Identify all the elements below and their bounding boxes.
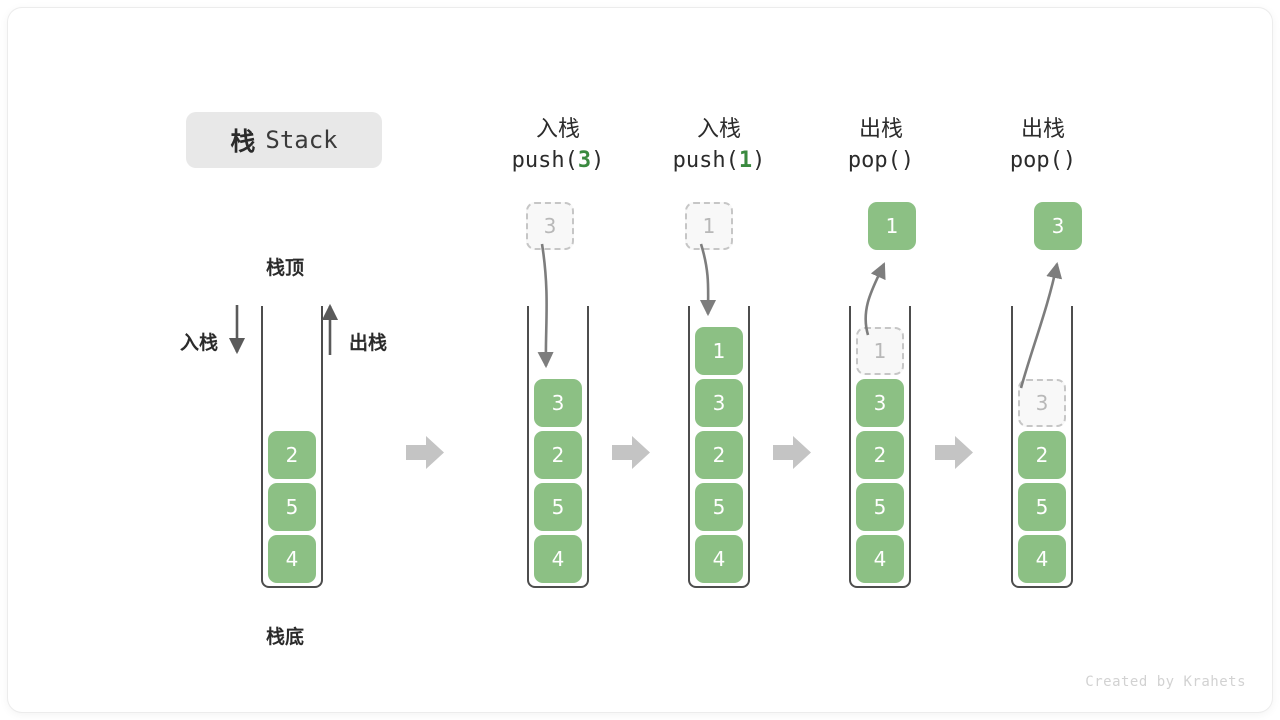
step-arrow-3: [773, 436, 811, 469]
operation-code-label: push(1): [672, 148, 766, 173]
step-arrow-1: [406, 436, 444, 469]
stack-cell: 4: [534, 535, 582, 583]
stack-cell: 3: [534, 379, 582, 427]
stack-cell: 5: [534, 483, 582, 531]
title-cn: 栈: [230, 128, 257, 156]
stack-bottom-label: 栈底: [266, 627, 305, 648]
stack-top-label: 栈顶: [266, 258, 305, 279]
stack-tube-pop-1: [849, 306, 911, 588]
floating-cell-pop-3: 3: [1034, 202, 1082, 250]
operation-caption-pop-1: 出栈 pop(): [801, 114, 961, 178]
stack-cell: 2: [534, 431, 582, 479]
stack-cell-ghost: 3: [1018, 379, 1066, 427]
pop-direction-label: 出栈: [349, 333, 388, 354]
push-1-arrow: [699, 243, 717, 317]
stack-cell: 5: [1018, 483, 1066, 531]
operation-caption-push-1: 入栈 push(1): [639, 114, 799, 178]
stack-tube-push-3: [527, 306, 589, 588]
stack-tube-initial: [261, 306, 323, 588]
title-en: Stack: [265, 126, 338, 154]
stack-cell: 4: [856, 535, 904, 583]
stack-cell: 4: [695, 535, 743, 583]
stack-cell-ghost: 1: [856, 327, 904, 375]
floating-cell-push-3: 3: [526, 202, 574, 250]
operation-caption-push-3: 入栈 push(3): [478, 114, 638, 178]
stack-cell: 2: [1018, 431, 1066, 479]
stack-cell: 5: [695, 483, 743, 531]
push-direction-label: 入栈: [180, 333, 219, 354]
step-arrow-4: [935, 436, 973, 469]
operation-cn-label: 出栈: [1020, 116, 1065, 141]
stack-cell: 3: [695, 379, 743, 427]
operation-cn-label: 入栈: [535, 116, 580, 141]
stack-cell: 4: [268, 535, 316, 583]
operation-code-label: pop(): [847, 148, 915, 173]
page-title: 栈 Stack: [186, 112, 382, 168]
operation-cn-label: 出栈: [858, 116, 903, 141]
stack-cell: 3: [856, 379, 904, 427]
stack-cell: 2: [695, 431, 743, 479]
stack-tube-push-1: [688, 306, 750, 588]
stack-cell: 2: [268, 431, 316, 479]
stack-cell: 2: [856, 431, 904, 479]
operation-code-label: push(3): [511, 148, 605, 173]
floating-cell-pop-1: 1: [868, 202, 916, 250]
stack-cell: 4: [1018, 535, 1066, 583]
stack-cell: 5: [268, 483, 316, 531]
operation-caption-pop-3: 出栈 pop(): [963, 114, 1123, 178]
stack-cell: 5: [856, 483, 904, 531]
stack-tube-pop-3: [1011, 306, 1073, 588]
credit-label: Created by Krahets: [1085, 674, 1246, 690]
step-arrow-2: [612, 436, 650, 469]
operation-code-label: pop(): [1009, 148, 1077, 173]
floating-cell-push-1: 1: [685, 202, 733, 250]
operation-cn-label: 入栈: [696, 116, 741, 141]
stack-cell: 1: [695, 327, 743, 375]
diagram-canvas: 栈 Stack 栈顶 栈底 入栈 出栈 2 5 4 入栈 push(3) 3 3…: [8, 8, 1272, 712]
